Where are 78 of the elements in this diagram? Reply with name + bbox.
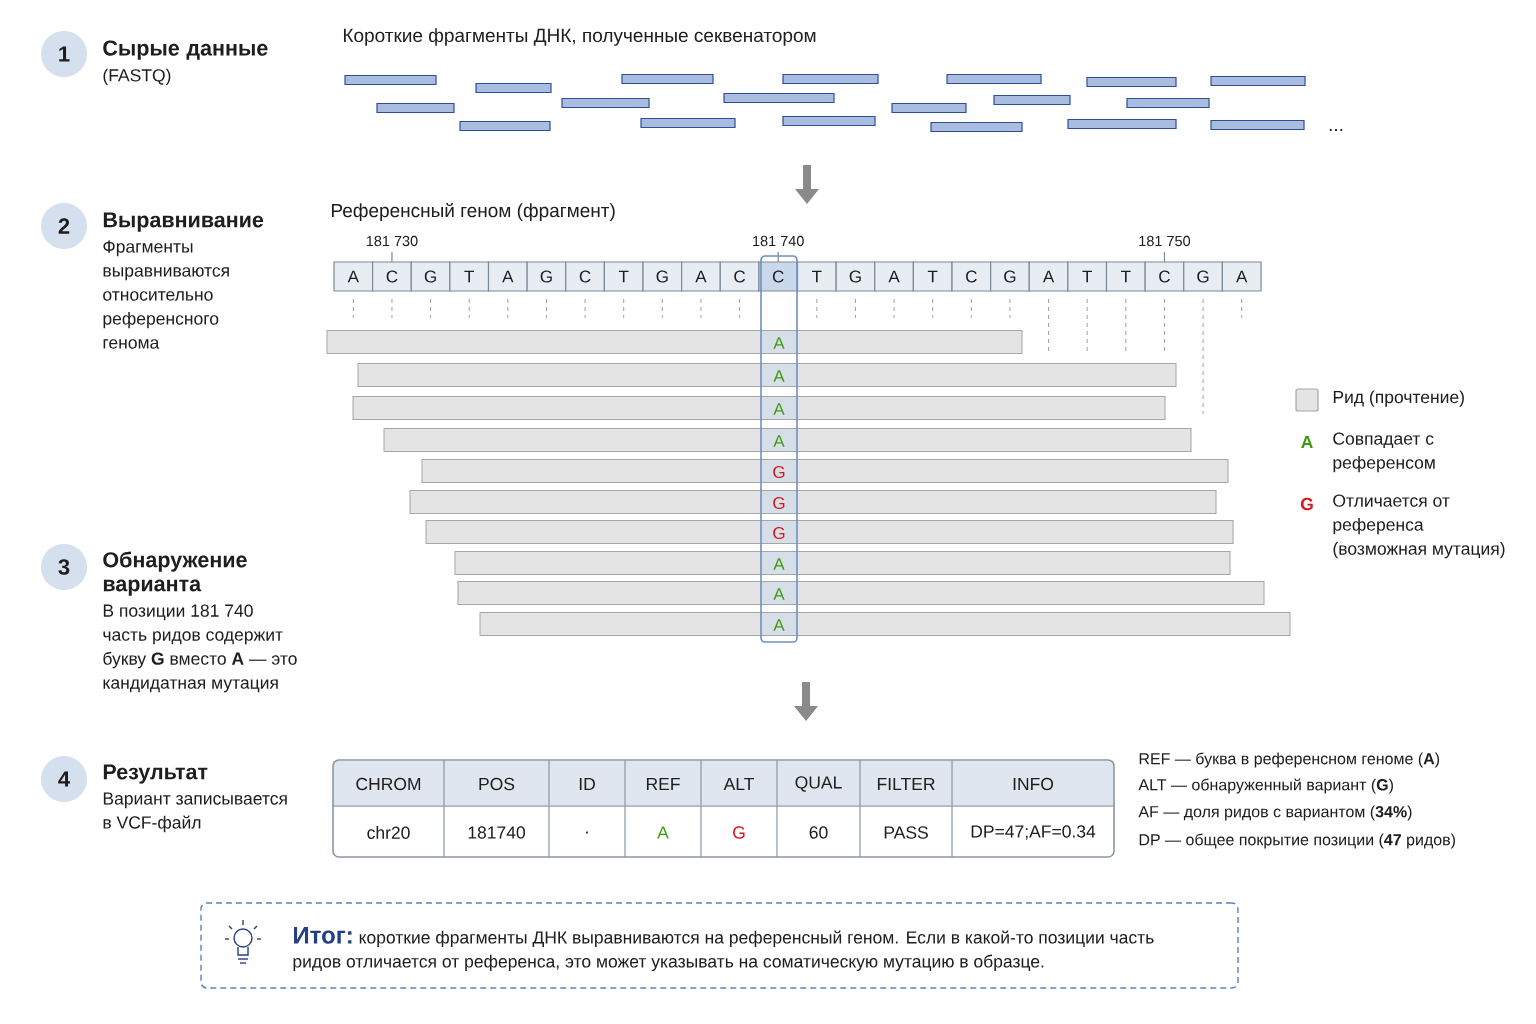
reference-base: C	[951, 261, 992, 292]
table-header: QUAL	[777, 761, 860, 807]
reference-base: A	[681, 261, 721, 292]
note-text: DP — общее покрытие позиции (47 ридов)	[1139, 833, 1455, 849]
reference-base: T	[1067, 261, 1108, 292]
reference-base: C	[372, 261, 412, 292]
reference-base: A	[1221, 261, 1262, 292]
read-bar: G	[409, 490, 1217, 514]
reference-base: T	[603, 261, 644, 292]
table-value: PASS	[884, 826, 928, 839]
read-bar: A	[457, 581, 1265, 605]
note-text: ALT — обнаруженный вариант (G)	[1138, 778, 1393, 794]
legend-entry: Рид (прочтение)	[1333, 390, 1464, 407]
table-header: POS	[444, 761, 549, 807]
reference-base: A	[333, 261, 374, 292]
legend-entry: Совпадает с референсом	[1333, 432, 1435, 473]
read-bar: A	[383, 428, 1192, 452]
read-bar: A	[479, 612, 1291, 636]
legend-sample: G	[1300, 497, 1313, 511]
read-bar: G	[421, 459, 1229, 483]
reference-base: C	[719, 261, 760, 292]
reference-base: G	[1183, 261, 1223, 292]
table-header: ALT	[701, 761, 777, 807]
step-heading: Результат	[103, 764, 208, 784]
reference-base: T	[449, 261, 490, 292]
reference-base: A	[487, 261, 528, 292]
reference-base: A	[874, 261, 914, 292]
note-text: AF — доля ридов с вариантом (34%)	[1138, 805, 1412, 821]
table-value: chr20	[367, 826, 410, 839]
section-caption: Референсный геном (фрагмент)	[332, 202, 615, 222]
read-bar: G	[425, 520, 1234, 544]
table-value: A	[657, 826, 669, 839]
table-value: G	[733, 826, 745, 839]
legend-sample: A	[1301, 436, 1313, 449]
reference-base: T	[796, 261, 837, 292]
position-label: 181 750	[1139, 235, 1191, 247]
read-bar: A	[454, 551, 1231, 575]
step-description: Фрагменты выравниваются относительно референсного генома	[103, 240, 229, 349]
read-bar: A	[326, 330, 1023, 354]
reference-base: G	[835, 261, 876, 292]
table-header: REF	[625, 761, 701, 807]
step-heading: Сырые данные	[103, 40, 268, 60]
table-value: 181740	[468, 826, 526, 839]
step-heading: Выравнивание	[103, 212, 264, 232]
reference-base: G	[642, 261, 683, 292]
reference-base: T	[912, 261, 953, 292]
step-description: Вариант записывается в VCF-файл	[103, 792, 287, 833]
step-number: 4	[41, 756, 87, 802]
legend-entry: Отличается от референса (возможная мутация)	[1333, 494, 1505, 559]
reference-base: C	[1144, 261, 1185, 292]
summary-box: Итог: короткие фрагменты ДНК выравниваются на референсный геном. Если в какой-то позиции часть ридов отличается от референса, это может указывать на соматическую мутацию в образце.	[200, 902, 1239, 989]
position-label: 181 740	[753, 235, 804, 247]
ellipsis: ...	[1329, 129, 1343, 131]
reference-base: C	[565, 261, 605, 292]
note-text: REF — буква в референсном геноме (A)	[1139, 752, 1440, 768]
step-heading: Обнаружение варианта	[103, 551, 247, 596]
reference-base: A	[1028, 261, 1069, 292]
reference-base: T	[1105, 261, 1146, 292]
read-bar: A	[357, 363, 1177, 387]
table-value: DP=47;AF=0.34	[971, 825, 1096, 840]
reference-base: G	[990, 261, 1030, 292]
table-header: INFO	[952, 761, 1114, 807]
step-description: (FASTQ)	[103, 68, 171, 85]
section-caption: Короткие фрагменты ДНК, полученные секвенатором	[344, 28, 816, 46]
step-number: 1	[41, 31, 87, 77]
reference-base: G	[526, 261, 567, 292]
reference-base: G	[410, 261, 451, 292]
reference-base: C	[758, 261, 799, 292]
table-header: FILTER	[860, 761, 952, 807]
table-value: 60	[809, 826, 828, 839]
read-bar: A	[352, 396, 1166, 420]
table-header: ID	[549, 761, 625, 807]
step-number: 3	[41, 544, 87, 590]
step-number: 2	[41, 203, 87, 249]
table-header: CHROM	[333, 761, 444, 807]
position-label: 181 730	[366, 235, 418, 247]
step-description: В позиции 181 740 часть ридов содержит букву G вместо A — это кандидатная мутация	[103, 604, 297, 693]
table-value: .	[586, 831, 588, 834]
